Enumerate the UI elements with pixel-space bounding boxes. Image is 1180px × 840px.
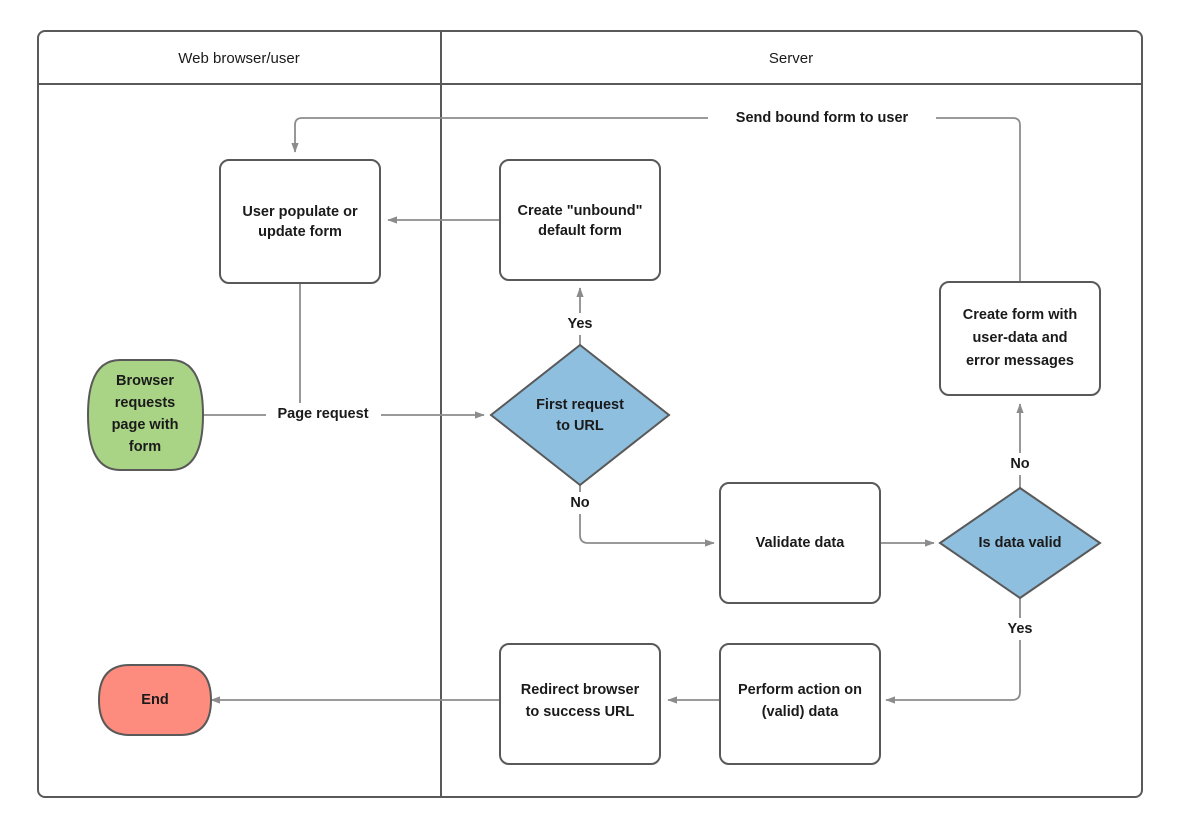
edge-label-yes-is-valid: Yes xyxy=(1008,621,1033,637)
edge-label-page-request: Page request xyxy=(277,406,368,422)
node-redirect-browser[interactable]: Redirect browser to success URL xyxy=(499,643,661,765)
node-perform-action-shape[interactable] xyxy=(719,643,881,765)
edge-label-yes-first-request: Yes xyxy=(568,316,593,332)
edge-label-no-first-request: No xyxy=(570,495,589,511)
node-redirect-browser-shape[interactable] xyxy=(499,643,661,765)
edge-label-layer: Send bound form to user Yes Page request… xyxy=(266,106,1039,640)
node-is-data-valid-shape[interactable] xyxy=(938,486,1102,600)
edge-label-yes-first-request-bg xyxy=(563,313,599,335)
node-perform-action[interactable]: Perform action on (valid) data xyxy=(719,643,881,765)
node-browser-requests[interactable]: Browser requests page with form xyxy=(86,359,205,471)
edge-label-page-request-bg xyxy=(266,403,381,425)
edge-label-send-bound-form-bg xyxy=(708,106,936,128)
edge-label-send-bound-form: Send bound form to user xyxy=(736,110,909,126)
lane-title-server: Server xyxy=(769,50,813,67)
lane-title-web-browser: Web browser/user xyxy=(178,50,299,67)
node-end[interactable]: End xyxy=(97,664,213,736)
edge-label-no-is-valid-bg xyxy=(1004,453,1037,475)
edge-label-no-is-valid: No xyxy=(1010,456,1029,472)
node-create-form-errors[interactable]: Create form with user-data and error mes… xyxy=(939,281,1101,396)
edge-layer xyxy=(203,117,1024,704)
node-browser-requests-shape[interactable] xyxy=(86,359,205,471)
node-end-shape[interactable] xyxy=(97,664,213,736)
edge-label-no-first-request-bg xyxy=(564,492,597,514)
node-first-request-shape[interactable] xyxy=(489,343,671,487)
node-validate-data[interactable]: Validate data xyxy=(719,482,881,604)
node-user-populate-shape[interactable] xyxy=(219,159,381,284)
node-create-unbound-shape[interactable] xyxy=(499,159,661,281)
node-create-form-errors-shape[interactable] xyxy=(939,281,1101,396)
node-create-unbound[interactable]: Create "unbound" default form xyxy=(499,159,661,281)
node-validate-data-shape[interactable] xyxy=(719,482,881,604)
edge-label-yes-is-valid-bg xyxy=(1002,618,1039,640)
node-user-populate[interactable]: User populate or update form xyxy=(219,159,381,284)
edge-no-first-request-line xyxy=(579,485,715,547)
edge-send-bound-form-line xyxy=(291,117,1021,282)
edge-yes-is-valid-line xyxy=(885,598,1021,704)
